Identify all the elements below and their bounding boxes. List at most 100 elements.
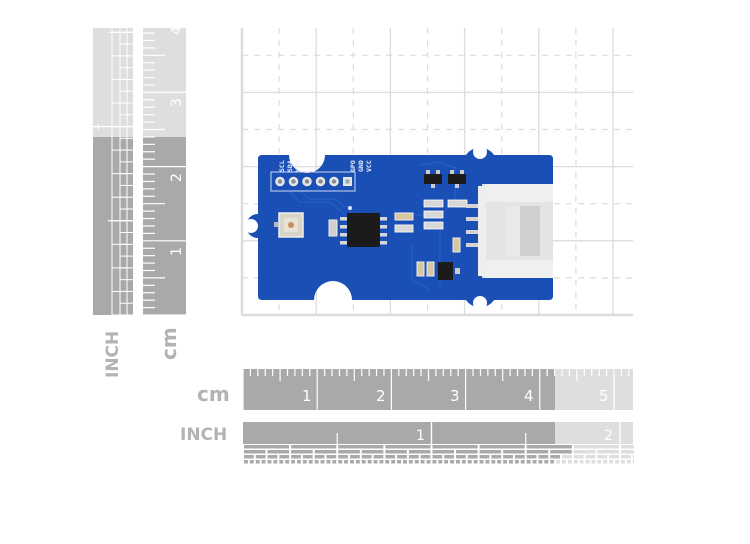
inch-scale-cell	[291, 455, 301, 459]
horizontal-cm-number-1: 1	[302, 387, 312, 405]
inch-scale-cell	[532, 460, 537, 464]
inch-scale-cell	[414, 460, 419, 464]
inch-scale-cell	[609, 460, 614, 464]
inch-scale-cell	[456, 450, 478, 454]
inch-scale-cell	[355, 460, 360, 464]
inch-scale-cell	[244, 445, 290, 449]
chip-leg	[340, 225, 349, 229]
chip-leg	[378, 217, 387, 221]
header-pin-hole	[345, 179, 350, 184]
inch-scale-cell	[514, 460, 519, 464]
inch-scale-cell	[544, 460, 549, 464]
inch-scale-cell	[473, 460, 478, 464]
horizontal-inch-ruler: 1 2	[243, 422, 634, 464]
chip-icon	[340, 206, 387, 247]
inch-scale-cell	[326, 460, 331, 464]
inch-scale-cell	[426, 460, 431, 464]
inch-scale-cell	[591, 460, 596, 464]
chip-leg	[340, 217, 349, 221]
inch-scale-cell	[562, 455, 572, 459]
inch-scale-cell	[285, 460, 290, 464]
inch-scale-cell	[397, 460, 402, 464]
inch-scale-cell	[249, 460, 254, 464]
inch-scale-cell	[408, 450, 431, 454]
inch-scale-cell	[620, 460, 625, 464]
inch-scale-cell	[585, 460, 590, 464]
pin-label-vcc: VCC	[365, 160, 373, 172]
inch-scale-cell	[503, 450, 525, 454]
inch-scale-cell	[467, 455, 478, 459]
inch-scale-cell	[420, 455, 431, 459]
inch-scale-cell	[550, 460, 555, 464]
inch-scale-cell	[485, 460, 490, 464]
inch-scale-cell	[620, 450, 634, 454]
inch-scale-cell	[314, 460, 319, 464]
inch-scale-cell	[350, 455, 360, 459]
inch-scale-cell	[344, 460, 349, 464]
inch-scale-cell	[538, 460, 543, 464]
measurement-grid	[240, 28, 633, 317]
pin-label-scl: SCL	[278, 160, 286, 172]
inch-scale-cell	[479, 450, 502, 454]
horizontal-cm-number-2: 2	[376, 387, 386, 405]
inch-scale-cell	[620, 445, 634, 449]
mounting-hole-icon	[473, 145, 487, 159]
inch-scale-cell	[291, 450, 313, 454]
inch-scale-cell	[379, 460, 384, 464]
inch-scale-cell	[338, 455, 349, 459]
grove-sensor-board: SCL SDA VEH GPO GND VCC	[244, 145, 553, 310]
inch-scale-cell	[432, 450, 455, 454]
header-pin-hole	[277, 179, 283, 184]
inch-scale-cell	[255, 460, 260, 464]
vertical-cm-number-4: 4	[169, 26, 185, 35]
inch-scale-cell	[291, 445, 337, 449]
inch-scale-cell	[373, 460, 378, 464]
inch-scale-cell	[261, 460, 266, 464]
inch-scale-cell	[456, 455, 466, 459]
inch-scale-cell	[279, 455, 290, 459]
inch-scale-cell	[273, 460, 278, 464]
inch-scale-cell	[491, 455, 502, 459]
inch-scale-cell	[361, 450, 384, 454]
chip-leg	[378, 225, 387, 229]
inch-scale-cell	[314, 455, 325, 459]
connector-pin	[466, 217, 482, 221]
inch-scale-cell	[391, 460, 396, 464]
inch-scale-cell	[514, 455, 525, 459]
inch-scale-cell	[267, 450, 290, 454]
inch-scale-cell	[408, 460, 413, 464]
inch-scale-cell	[509, 460, 513, 464]
inch-scale-cell	[497, 460, 502, 464]
inch-scale-cell	[579, 460, 584, 464]
grove-connector-icon	[466, 184, 553, 278]
inch-scale-cell	[503, 460, 508, 464]
inch-scale-cell	[385, 445, 431, 449]
vertical-cm-number-2: 2	[169, 173, 185, 182]
inch-scale-cell	[397, 455, 407, 459]
inch-scale-cell	[291, 460, 296, 464]
vertical-cm-label: cm	[157, 327, 181, 360]
inch-scale-cell	[361, 460, 366, 464]
inch-scale-cell	[338, 450, 360, 454]
vertical-cm-number-3: 3	[169, 98, 185, 107]
inch-scale-cell	[408, 455, 419, 459]
inch-scale-cell	[503, 455, 513, 459]
vertical-inch-label: INCH	[103, 331, 123, 378]
inch-scale-cell	[361, 455, 372, 459]
inch-scale-cell	[626, 460, 631, 464]
inch-scale-cell	[597, 455, 608, 459]
inch-scale-cell	[573, 450, 596, 454]
inch-scale-cell	[438, 460, 443, 464]
inch-scale-cell	[244, 455, 254, 459]
inch-scale-cell	[326, 455, 337, 459]
inch-scale-cell	[479, 445, 525, 449]
chip-leg	[378, 241, 387, 245]
inch-scale-cell	[244, 460, 248, 464]
horizontal-cm-number-4: 4	[524, 387, 534, 405]
chip-leg	[378, 233, 387, 237]
horizontal-inch-label: INCH	[180, 425, 227, 445]
inch-scale-cell	[314, 450, 337, 454]
inch-scale-cell	[526, 450, 549, 454]
inch-scale-cell	[538, 455, 549, 459]
